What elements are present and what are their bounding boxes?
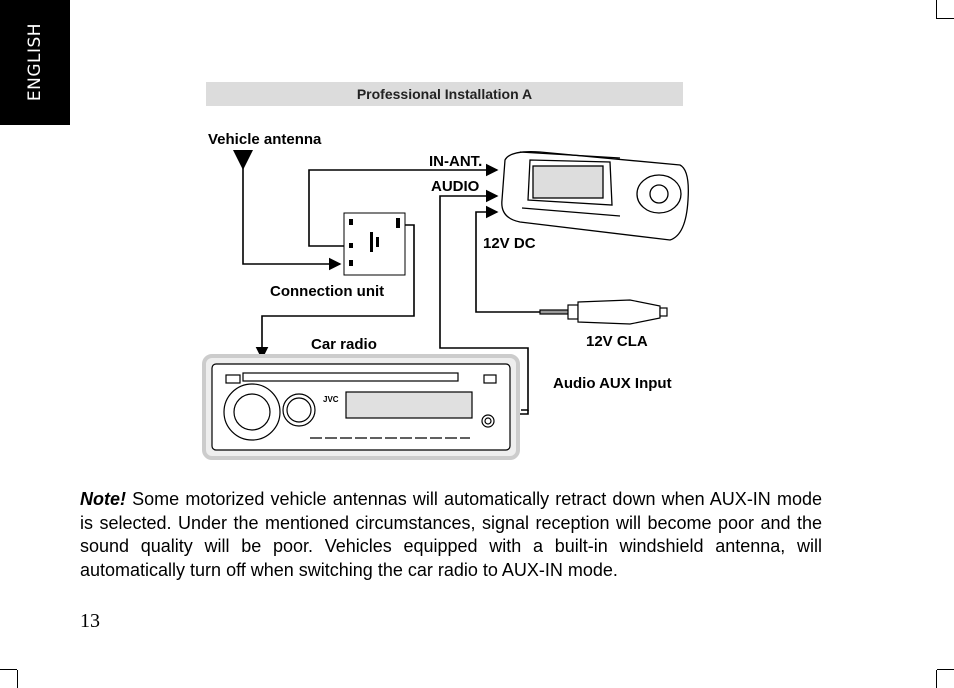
crop-mark bbox=[17, 670, 18, 688]
car-radio-label: Car radio bbox=[311, 336, 377, 353]
audio-label: AUDIO bbox=[431, 178, 480, 195]
note-text: Some motorized vehicle antennas will aut… bbox=[80, 489, 822, 580]
antenna-icon bbox=[233, 150, 253, 170]
aux-label: Audio AUX Input bbox=[553, 375, 672, 392]
crop-mark bbox=[936, 0, 937, 18]
dc-label: 12V DC bbox=[483, 235, 536, 252]
language-tab: ENGLISH bbox=[0, 0, 70, 125]
cla-label: 12V CLA bbox=[586, 333, 648, 350]
cla-plug-icon bbox=[539, 299, 668, 325]
radio-brand: JVC bbox=[323, 395, 339, 404]
car-radio-icon bbox=[202, 354, 520, 460]
section-title: Professional Installation A bbox=[206, 82, 683, 106]
crop-mark bbox=[937, 669, 954, 670]
note-label: Note! bbox=[80, 489, 126, 509]
in-ant-label: IN-ANT. bbox=[429, 153, 482, 170]
connection-unit-icon bbox=[343, 212, 406, 276]
vehicle-antenna-label: Vehicle antenna bbox=[208, 131, 322, 148]
page-number: 13 bbox=[80, 610, 100, 632]
crop-mark bbox=[936, 670, 937, 688]
note-paragraph: Note! Some motorized vehicle antennas wi… bbox=[80, 488, 822, 582]
crop-mark bbox=[936, 18, 954, 19]
connection-unit-label: Connection unit bbox=[270, 283, 384, 300]
crop-mark bbox=[0, 669, 17, 670]
tuner-device-icon bbox=[501, 151, 689, 241]
